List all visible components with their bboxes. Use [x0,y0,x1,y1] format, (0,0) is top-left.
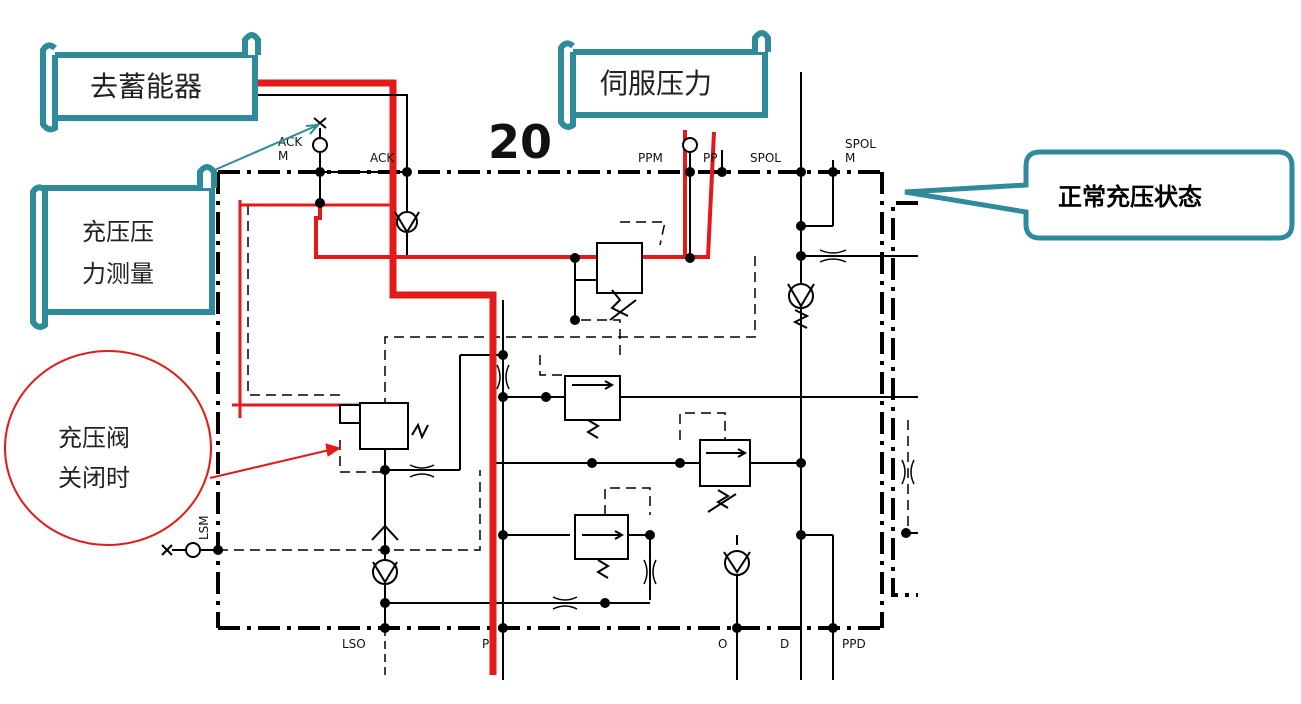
port-label-lsm: LSM [197,515,211,540]
charge-valve [339,402,429,450]
port-label-pp: PP [703,151,717,165]
status-text: 正常充压状态 [1058,183,1202,211]
lsm-check-valve [371,524,399,585]
status-callout: 正常充压状态 [904,149,1295,241]
reducing-valve-top [596,242,643,321]
port-label-spolm: SPOL [845,137,876,151]
callout-valve-closed-line2: 关闭时 [58,464,130,492]
port-label-spol: SPOL [750,151,781,165]
valve-closed-callout: 充压阀 关闭时 [4,350,342,546]
pilot-lines [218,205,909,551]
port-labels: ACK M ACK PPM PP SPOL SPOL M LSM LSO P O… [197,115,876,651]
port-label-ppd: PPD [842,637,866,651]
o-check-valve [723,550,751,576]
port-label-ackm-m: M [278,149,288,163]
port-label-ack: ACK [370,151,395,165]
port-label-ppm: PPM [638,151,663,165]
adjacent-block-edge [891,201,918,597]
port-label-spolm-m: M [845,151,855,165]
callout-charge-pressure-line2: 力测量 [82,260,154,288]
port-label-d: D [780,637,789,651]
callout-charge-pressure-line1: 充压压 [82,218,154,246]
port-label-ackm: ACK [278,135,303,149]
spol-check-valve [787,283,815,329]
relief-valve-right [699,439,751,513]
accumulator-callout: 去蓄能器 [40,32,261,133]
junction-dots [213,167,911,633]
callout-valve-closed-line1: 充压阀 [58,424,130,452]
port-label-p: P [482,637,489,651]
ackm-gauge-port [312,117,328,153]
relief-valve-middle [564,375,621,439]
callout-accumulator-text: 去蓄能器 [90,70,202,103]
port-label-lso: LSO [342,637,366,651]
ack-check-valve [394,211,420,234]
relief-valve-lower [574,514,629,579]
accumulator-line [258,94,408,160]
port-label-o: O [718,637,727,651]
ppm-gauge-port [682,137,698,153]
block-number: 20 [488,115,552,169]
orifices [409,249,915,610]
servo-pressure-callout: 伺服压力 [558,30,771,130]
lsm-gauge-port [161,542,218,558]
charge-pressure-callout: 充压压 力测量 [30,123,321,330]
callout-servo-pressure-text: 伺服压力 [600,67,712,100]
